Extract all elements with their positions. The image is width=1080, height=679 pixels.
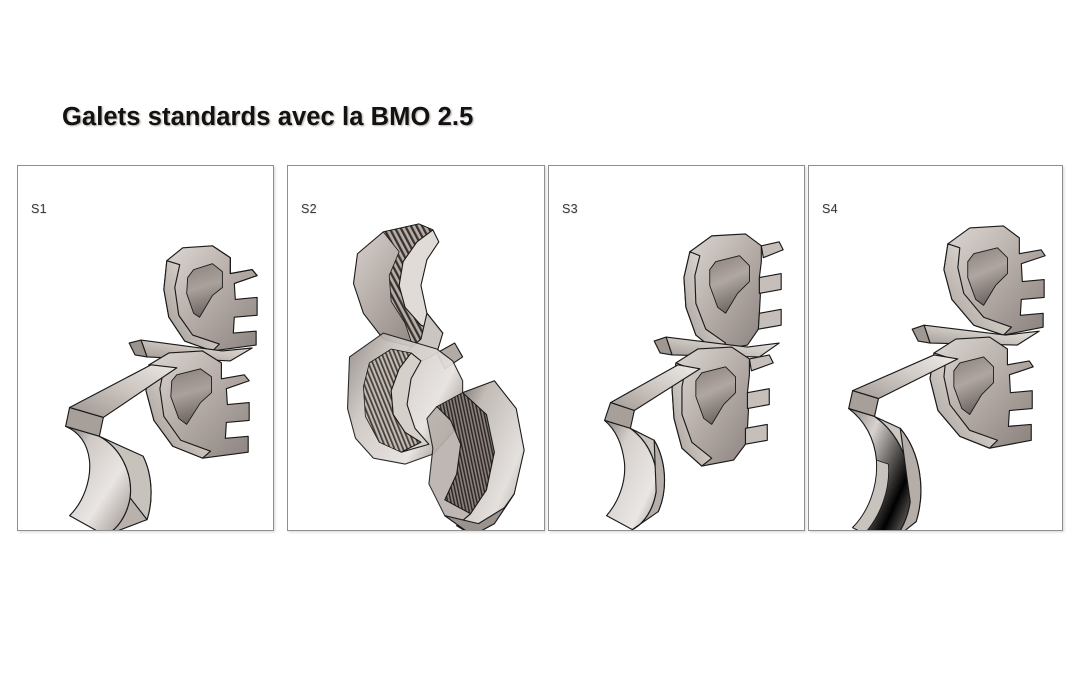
roller-assembly-s2-figure — [288, 166, 544, 530]
panel-label-s4: S4 — [822, 202, 838, 216]
panel-label-s2: S2 — [301, 202, 317, 216]
figure-panel-row: S1 — [17, 165, 1063, 531]
figure-panel-s4[interactable]: S4 — [808, 165, 1063, 531]
roller-assembly-s4-figure — [809, 166, 1062, 530]
roller-assembly-s3-figure — [549, 166, 804, 530]
figure-panel-s1[interactable]: S1 — [17, 165, 274, 531]
page-title: Galets standards avec la BMO 2.5 — [62, 103, 474, 131]
figure-panel-s3[interactable]: S3 — [548, 165, 805, 531]
panel-label-s1: S1 — [31, 202, 47, 216]
panel-label-s3: S3 — [562, 202, 578, 216]
roller-assembly-s1-figure — [18, 166, 273, 530]
figure-panel-s2[interactable]: S2 — [287, 165, 545, 531]
